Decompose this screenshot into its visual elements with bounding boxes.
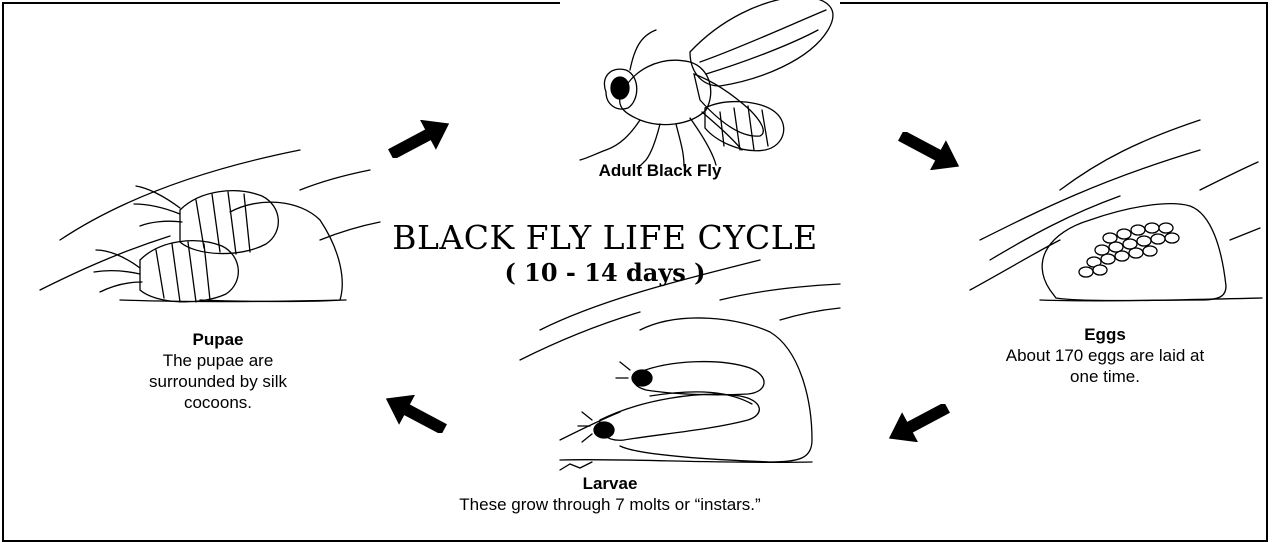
larvae-name: Larvae [420, 473, 800, 494]
eggs-label: Eggs About 170 eggs are laid at one time… [990, 324, 1220, 387]
arrow-icon [883, 404, 953, 442]
diagram-title: BLACK FLY LIFE CYCLE [380, 218, 830, 258]
eggs-name: Eggs [990, 324, 1220, 345]
black-fly-icon [560, 0, 840, 166]
diagram-subtitle: ( 10 - 14 days ) [380, 258, 830, 288]
larvae-label: Larvae These grow through 7 molts or “in… [420, 473, 800, 515]
pupae-name: Pupae [128, 329, 308, 350]
eggs-on-rock-icon [970, 120, 1262, 301]
pupae-label: Pupae The pupae are surrounded by silk c… [128, 329, 308, 413]
eggs-description: About 170 eggs are laid at one time. [990, 345, 1220, 387]
arrow-icon [895, 132, 965, 170]
pupae-description: The pupae are surrounded by silk cocoons… [128, 350, 308, 413]
pupae-on-rock-icon [40, 150, 380, 302]
arrow-icon [385, 120, 455, 158]
larvae-on-rock-icon [520, 260, 840, 470]
adult-label: Adult Black Fly [540, 160, 780, 181]
larvae-description: These grow through 7 molts or “instars.” [420, 494, 800, 515]
adult-name: Adult Black Fly [540, 160, 780, 181]
diagram-title-block: BLACK FLY LIFE CYCLE ( 10 - 14 days ) [380, 218, 830, 288]
arrow-icon [380, 395, 450, 433]
